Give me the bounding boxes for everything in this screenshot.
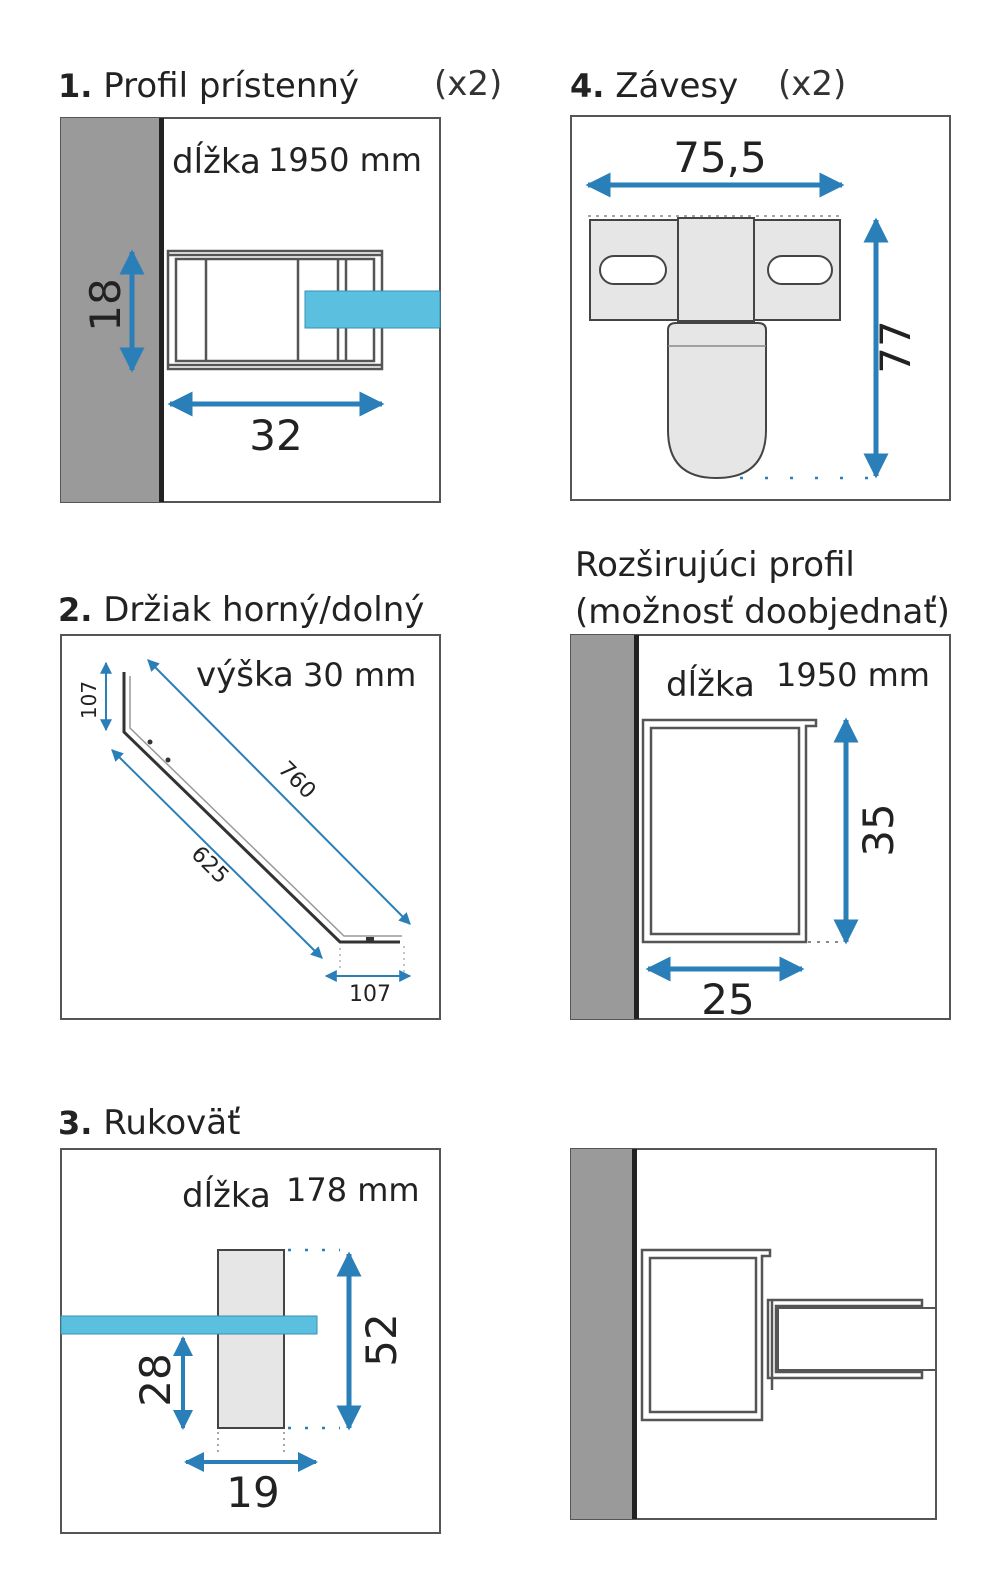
extension-width-dim: 25 xyxy=(701,975,754,1024)
holder-height-label: výška xyxy=(196,655,294,695)
hinges-heading: 4. Závesy xyxy=(570,66,738,106)
hinge-center-block xyxy=(677,217,755,322)
hinges-title: Závesy xyxy=(615,66,739,106)
profile-heading: 1. Profil prístenný xyxy=(58,66,359,106)
extension-drawing: dĺžka 1950 mm 35 25 xyxy=(571,635,930,1024)
holder-top-dim: 107 xyxy=(77,681,101,719)
wall xyxy=(571,635,635,1019)
handle-heading: 3. Rukoväť xyxy=(58,1103,240,1143)
hinge-width-dim: 75,5 xyxy=(673,133,767,182)
holder-number: 2. xyxy=(58,591,93,629)
hinges-number: 4. xyxy=(570,67,605,105)
handle-height-dim: 52 xyxy=(357,1313,406,1366)
handle-length-value: 178 mm xyxy=(286,1171,420,1209)
extension-heading-line2: (možnosť doobjednať) xyxy=(575,592,950,632)
profile-length-value: 1950 mm xyxy=(268,141,422,179)
wall-edge xyxy=(159,118,164,502)
hinge-slot-right xyxy=(767,255,833,285)
holder-drawing: výška 30 mm 107 760 625 107 xyxy=(77,655,416,1007)
holder-bottom-dim: 107 xyxy=(349,982,391,1007)
glass-pane xyxy=(304,290,441,329)
profile-quantity: (x2) xyxy=(434,64,503,104)
glass-edge xyxy=(777,1307,937,1371)
handle-number: 3. xyxy=(58,1104,93,1142)
assembly-drawing xyxy=(571,1149,937,1519)
hinge-slot-left xyxy=(599,255,667,285)
holder-short-arrow xyxy=(111,749,323,959)
hinge-height-dim: 77 xyxy=(871,320,920,373)
handle-width-dim: 19 xyxy=(226,1468,279,1517)
wall-edge xyxy=(632,1149,637,1519)
hinges-quantity: (x2) xyxy=(778,64,847,104)
extension-height-dim: 35 xyxy=(854,803,903,856)
profile-width-dim: 32 xyxy=(249,411,302,460)
glass-pane xyxy=(60,1315,318,1335)
extension-heading-line1: Rozširujúci profil xyxy=(575,545,855,585)
handle-drawing: dĺžka 178 mm 52 28 19 xyxy=(60,1171,420,1517)
profile-length-label: dĺžka xyxy=(172,141,261,182)
holder-bar xyxy=(122,672,400,944)
holder-short-dim: 625 xyxy=(186,842,233,889)
handle-title: Rukoväť xyxy=(103,1103,241,1143)
holder-title: Držiak horný/dolný xyxy=(103,590,425,630)
wall xyxy=(571,1149,633,1519)
hinges-drawing: 75,5 77 xyxy=(585,133,920,480)
extension-profile-shape xyxy=(641,718,818,944)
holder-height-value: 30 mm xyxy=(303,656,416,694)
handle-length-label: dĺžka xyxy=(182,1175,271,1216)
profile-number: 1. xyxy=(58,67,93,105)
profile-drawing: dĺžka 1950 mm 18 32 xyxy=(61,118,441,502)
handle-body xyxy=(217,1249,285,1429)
wall-edge xyxy=(634,635,639,1019)
profile-title: Profil prístenný xyxy=(103,66,360,106)
holder-heading: 2. Držiak horný/dolný xyxy=(58,590,424,630)
extension-length-label: dĺžka xyxy=(666,664,755,705)
handle-offset-dim: 28 xyxy=(131,1353,180,1406)
hinge-knuckle xyxy=(667,322,767,480)
assembly-profiles xyxy=(640,1248,924,1422)
holder-long-dim: 760 xyxy=(273,757,320,804)
extension-length-value: 1950 mm xyxy=(776,656,930,694)
profile-height-dim: 18 xyxy=(81,278,130,331)
